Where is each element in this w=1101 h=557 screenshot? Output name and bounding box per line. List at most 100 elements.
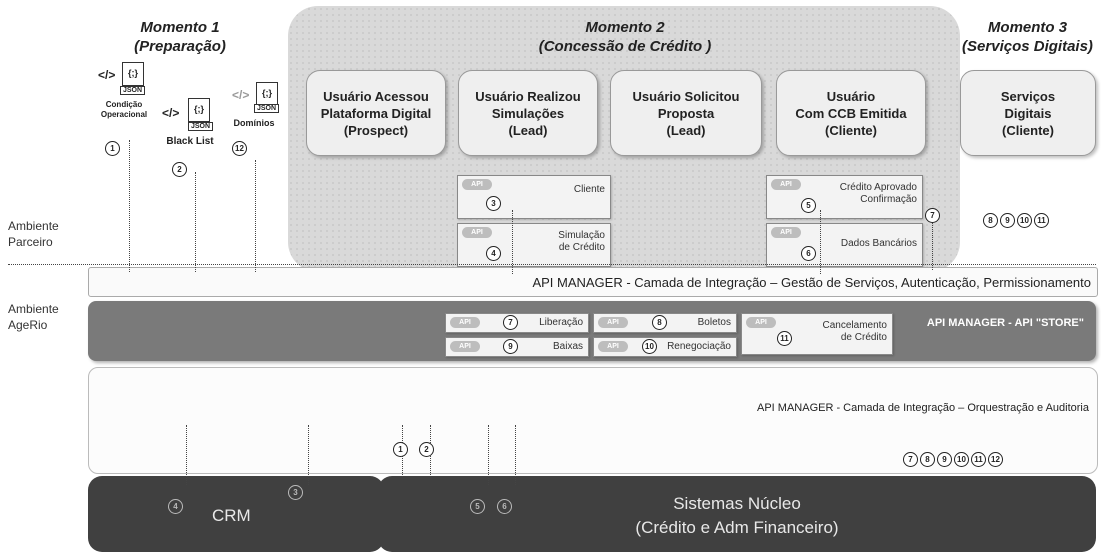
number-marker: 3 xyxy=(288,485,303,500)
core-systems-subtitle: (Crédito e Adm Financeiro) xyxy=(635,518,839,537)
moment-3-subtitle: (Serviços Digitais) xyxy=(962,38,1093,55)
env-parceiro-label: Ambiente Parceiro xyxy=(8,219,59,249)
moment-3-title: Momento 3 (Serviços Digitais) xyxy=(955,18,1100,56)
api-label: Dados Bancários xyxy=(840,238,917,249)
number-marker: 9 xyxy=(1000,213,1015,228)
json-tag: JSON xyxy=(120,86,146,95)
connector-line xyxy=(932,220,933,270)
api-renegociacao: API Renegociação xyxy=(593,337,737,357)
crm-label: CRM xyxy=(212,506,251,525)
doc-label: Black List xyxy=(166,136,214,147)
number-marker: 7 xyxy=(903,452,918,467)
cloud-api-icon: API xyxy=(598,341,628,352)
api-cancelamento: API Cancelamento de Crédito xyxy=(741,313,893,355)
number-marker: 8 xyxy=(652,315,667,330)
stage-card-servicos-digitais: Serviços Digitais (Cliente) xyxy=(960,70,1096,156)
doc-label: Condição Operacional xyxy=(100,100,148,119)
stage-card-simulacoes: Usuário Realizou Simulações (Lead) xyxy=(458,70,598,156)
stage-card-ccb-emitida: Usuário Com CCB Emitida (Cliente) xyxy=(776,70,926,156)
json-file-icon: {;} xyxy=(256,82,278,106)
moment-2-title: Momento 2 (Concessão de Crédito ) xyxy=(510,18,740,56)
number-marker: 10 xyxy=(642,339,657,354)
api-label: Simulação de Crédito xyxy=(558,230,605,253)
moment-1-title: Momento 1 (Preparação) xyxy=(110,18,250,56)
connector-line xyxy=(129,140,130,272)
json-file-icon: {;} xyxy=(122,62,144,86)
api-store-label: API MANAGER - API "STORE" xyxy=(926,317,1084,329)
integration-layer-band: API MANAGER - Camada de Integração – Ges… xyxy=(88,267,1098,297)
connector-line xyxy=(512,210,513,274)
connector-line xyxy=(186,425,187,485)
number-marker: 11 xyxy=(777,331,792,346)
number-marker: 10 xyxy=(954,452,969,467)
api-label: Crédito Aprovado Confirmação xyxy=(839,182,917,205)
number-marker: 7 xyxy=(503,315,518,330)
api-label: Liberação xyxy=(539,317,583,328)
api-store-band: API MANAGER - API "STORE" xyxy=(88,301,1096,361)
number-marker: 1 xyxy=(105,141,120,156)
number-marker: 5 xyxy=(470,499,485,514)
api-label: Renegociação xyxy=(667,341,731,352)
doc-condicao-operacional: </> {;} JSON Condição Operacional xyxy=(92,62,156,132)
cloud-api-icon: API xyxy=(462,227,492,238)
connector-line xyxy=(488,425,489,485)
moment-3-label: Momento 3 xyxy=(987,19,1068,36)
number-marker: 9 xyxy=(937,452,952,467)
cloud-api-icon: API xyxy=(598,317,628,328)
number-marker: 11 xyxy=(1034,213,1049,228)
doc-black-list: </> {;} JSON Black List xyxy=(158,98,222,148)
doc-dominios: </> {;} JSON Domínios xyxy=(226,82,282,132)
core-systems: Sistemas Núcleo (Crédito e Adm Financeir… xyxy=(378,476,1096,552)
moment-1-subtitle: (Preparação) xyxy=(134,38,226,55)
stage-card-prospect: Usuário Acessou Plataforma Digital (Pros… xyxy=(306,70,446,156)
api-label: Cliente xyxy=(573,184,605,195)
number-marker: 3 xyxy=(486,196,501,211)
json-file-icon: {;} xyxy=(188,98,210,122)
number-marker: 7 xyxy=(925,208,940,223)
number-marker: 4 xyxy=(486,246,501,261)
moment-2-label: Momento 2 xyxy=(585,19,665,36)
code-icon: </> xyxy=(98,68,116,82)
number-marker: 8 xyxy=(983,213,998,228)
stage-card-proposta: Usuário Solicitou Proposta (Lead) xyxy=(610,70,762,156)
cloud-api-icon: API xyxy=(746,317,776,328)
number-marker: 2 xyxy=(172,162,187,177)
connector-line xyxy=(195,172,196,272)
moment-2-subtitle: (Concessão de Crédito ) xyxy=(538,38,712,55)
connector-line xyxy=(515,425,516,485)
cloud-api-icon: API xyxy=(462,179,492,190)
cloud-api-icon: API xyxy=(450,341,480,352)
core-systems-title: Sistemas Núcleo xyxy=(673,494,801,513)
api-label: Cancelamento de Crédito xyxy=(822,320,887,343)
number-marker: 12 xyxy=(988,452,1003,467)
number-marker: 5 xyxy=(801,198,816,213)
env-agerio-label: Ambiente AgeRio xyxy=(8,302,59,332)
json-tag: JSON xyxy=(254,104,280,113)
number-marker: 6 xyxy=(801,246,816,261)
moment-1-label: Momento 1 xyxy=(140,19,220,36)
crm-system: CRM xyxy=(88,476,384,552)
api-simulacao-credito: API Simulação de Crédito xyxy=(457,223,611,267)
api-cliente: API Cliente xyxy=(457,175,611,219)
number-marker: 9 xyxy=(503,339,518,354)
code-icon: </> xyxy=(162,106,180,120)
connector-line xyxy=(308,425,309,485)
number-marker: 6 xyxy=(497,499,512,514)
connector-line xyxy=(255,160,256,272)
api-dados-bancarios: API Dados Bancários xyxy=(766,223,923,267)
cloud-api-icon: API xyxy=(771,227,801,238)
integration-layer-label: API MANAGER - Camada de Integração – Ges… xyxy=(532,275,1091,290)
number-marker: 8 xyxy=(920,452,935,467)
number-marker: 4 xyxy=(168,499,183,514)
api-label: Baixas xyxy=(552,341,583,352)
api-label: Boletos xyxy=(697,317,731,328)
number-marker: 1 xyxy=(393,442,408,457)
number-marker: 10 xyxy=(1017,213,1032,228)
orchestration-layer-label: API MANAGER - Camada de Integração – Orq… xyxy=(757,402,1089,414)
cloud-api-icon: API xyxy=(450,317,480,328)
number-marker: 2 xyxy=(419,442,434,457)
connector-line xyxy=(820,210,821,274)
json-tag: JSON xyxy=(188,122,214,131)
api-credito-aprovado: API Crédito Aprovado Confirmação xyxy=(766,175,923,219)
number-marker: 11 xyxy=(971,452,986,467)
